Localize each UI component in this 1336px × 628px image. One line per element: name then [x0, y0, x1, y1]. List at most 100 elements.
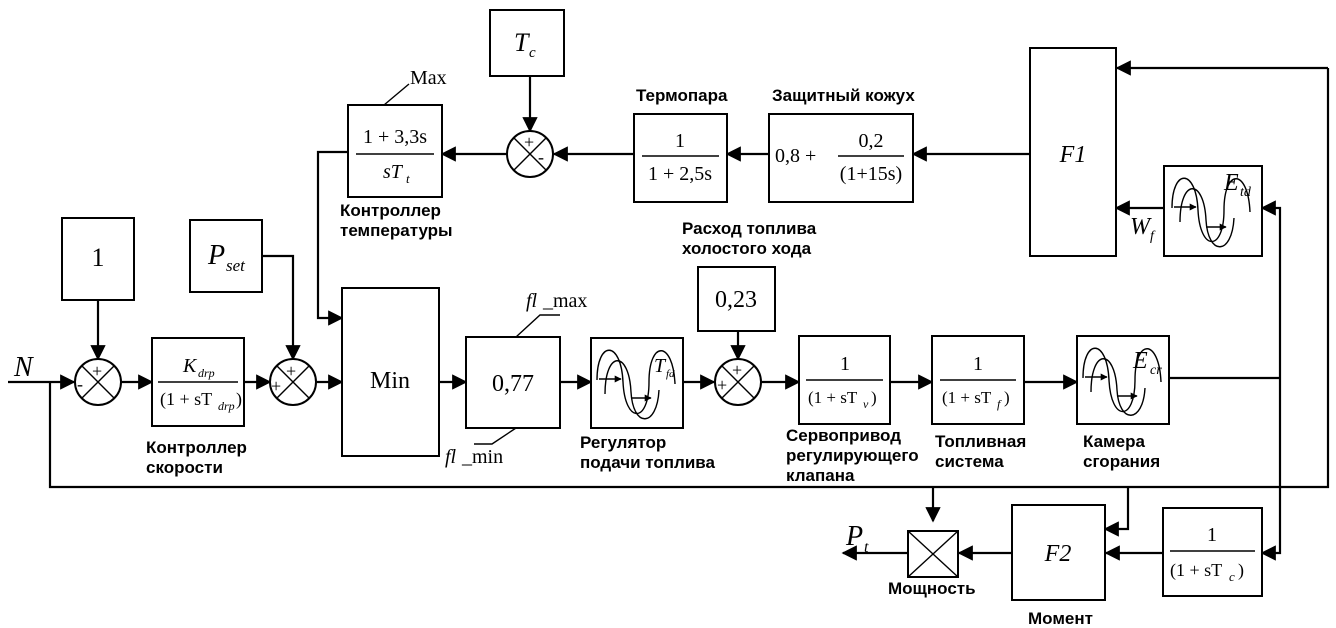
temp-controller-title-1: Контроллер	[340, 201, 441, 220]
f1-label: F1	[1059, 142, 1087, 168]
tfd-label: T	[654, 355, 667, 377]
tc-lag-den: (1 + sT	[1170, 560, 1222, 581]
sum3-plus-left: +	[717, 375, 727, 395]
fuel-system-title-2: система	[935, 452, 1004, 471]
temp-max-label: Max	[410, 67, 447, 89]
pset-label: P	[207, 240, 225, 271]
servo-den-close: )	[871, 388, 877, 407]
limiter-min-a: fl	[445, 446, 457, 468]
speed-den-sub: drp	[218, 399, 235, 413]
limiter-max-b: _max	[542, 290, 587, 312]
servo-num: 1	[840, 353, 850, 375]
fuelsys-den: (1 + sT	[942, 388, 992, 407]
sum1-plus: +	[92, 361, 102, 381]
pt-sub: t	[864, 539, 869, 556]
summing-junction-speed	[74, 358, 122, 406]
torque-title: Момент	[1028, 609, 1093, 628]
limiter-max-a: fl	[526, 290, 538, 312]
fuelsys-den-close: )	[1004, 388, 1010, 407]
thermocouple-block	[633, 113, 728, 203]
tc-lag-num: 1	[1207, 524, 1217, 546]
sum-temp-plus: +	[524, 132, 534, 152]
combustor-wave-icon	[1082, 347, 1162, 416]
tc-setpoint-block	[489, 9, 565, 77]
min-selector-block	[341, 287, 440, 457]
idle-fuel-title-2: холостого хода	[682, 239, 812, 258]
sum2-plus-top: +	[286, 361, 296, 381]
f2-block	[1011, 504, 1106, 601]
fuelsys-num: 1	[973, 353, 983, 375]
servo-den-sub: v	[863, 397, 869, 411]
pset-block	[189, 219, 263, 293]
fuel-limiter-block	[465, 336, 561, 429]
f1-block	[1029, 47, 1117, 257]
limiter-value: 0,77	[492, 371, 534, 397]
sum1-minus: -	[77, 374, 83, 394]
ecr-sub: cr	[1150, 363, 1162, 378]
fuel-regulator-title-2: подачи топлива	[580, 453, 716, 472]
temp-num: 1 + 3,3s	[363, 126, 427, 148]
fuel-regulator-block	[590, 337, 684, 429]
speed-den: (1 + sT	[160, 389, 212, 410]
shield-lead: 0,8 +	[775, 145, 816, 167]
idle-fuel-value: 0,23	[715, 287, 757, 313]
etd-label: E	[1223, 170, 1239, 196]
summing-junction-temperature	[506, 130, 554, 178]
constant-one-block	[61, 217, 135, 301]
temp-den: sT	[383, 161, 404, 183]
tc-sub: c	[529, 45, 536, 61]
sum-temp-minus: -	[538, 147, 544, 167]
speed-controller-title-2: скорости	[146, 458, 223, 477]
fuel-system-title-1: Топливная	[935, 432, 1026, 451]
thermo-num: 1	[675, 130, 685, 152]
delay-wave-icon	[1171, 177, 1251, 248]
idle-fuel-block	[697, 266, 776, 332]
fuel-regulator-title-1: Регулятор	[580, 433, 666, 452]
thermocouple-title: Термопара	[636, 86, 728, 105]
speed-num-sub: drp	[198, 366, 215, 380]
limiter-min-b: _min	[461, 446, 503, 468]
tc-lag-block	[1162, 507, 1263, 597]
servo-title-2: регулирующего	[786, 446, 919, 465]
speed-num: K	[182, 355, 198, 377]
servo-title-1: Сервопривод	[786, 426, 901, 445]
temp-controller-title-2: температуры	[340, 221, 453, 240]
sum3-plus-top: +	[732, 360, 742, 380]
servo-den: (1 + sT	[808, 388, 858, 407]
etd-sub: td	[1240, 185, 1252, 200]
thermo-den: 1 + 2,5s	[648, 163, 712, 185]
speed-input-n: N	[13, 352, 34, 383]
temperature-controller-block	[347, 104, 443, 198]
shield-den: (1+15s)	[840, 163, 902, 185]
summing-junction-fuel	[714, 358, 762, 406]
f2-label: F2	[1044, 541, 1072, 567]
power-title: Мощность	[888, 579, 976, 598]
shield-title: Защитный кожух	[772, 86, 915, 105]
pset-sub: set	[226, 256, 246, 275]
combustor-title-1: Камера	[1083, 432, 1145, 451]
pt-label: P	[845, 521, 863, 552]
speed-den-close: )	[236, 389, 242, 410]
servo-title-3: клапана	[786, 466, 855, 485]
tc-lag-den-close: )	[1238, 560, 1244, 581]
tc-lag-den-sub: c	[1229, 569, 1235, 584]
constant-one-value: 1	[92, 243, 105, 272]
idle-fuel-title-1: Расход топлива	[682, 219, 817, 238]
tfd-sub: fd	[666, 368, 675, 380]
tc-label: T	[514, 28, 530, 57]
fuelsys-den-sub: f	[997, 397, 1002, 411]
speed-controller-title-1: Контроллер	[146, 438, 247, 457]
signal-lines	[8, 60, 1330, 561]
protective-shield-block	[768, 113, 914, 203]
summing-junction-power	[269, 358, 317, 406]
combustor-title-2: сгорания	[1083, 452, 1160, 471]
temp-den-sub: t	[406, 171, 410, 186]
ecr-label: E	[1132, 348, 1148, 374]
min-label: Min	[370, 368, 410, 394]
wf-label: W	[1130, 214, 1152, 240]
fuel-regulator-wave-icon	[596, 349, 676, 420]
sum2-plus-left: +	[271, 376, 281, 396]
shield-num: 0,2	[859, 130, 884, 152]
wf-sub: f	[1150, 229, 1156, 244]
